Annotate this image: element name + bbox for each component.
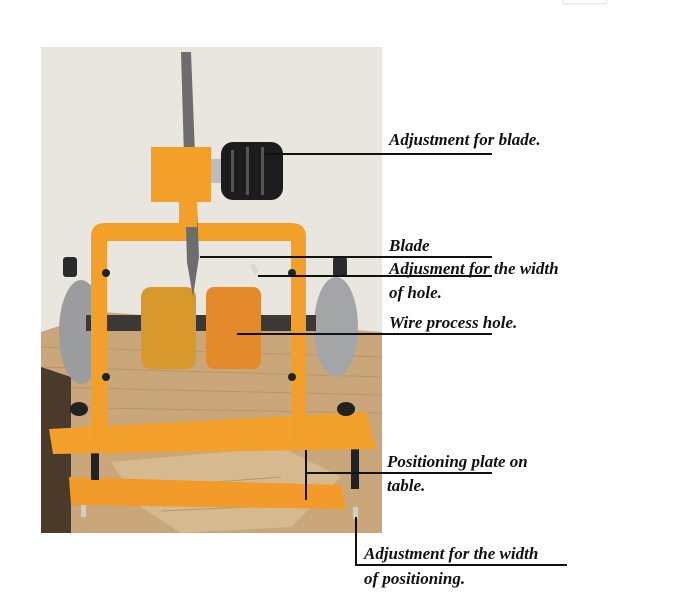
label-blade: Blade: [389, 236, 430, 255]
label-adjust-positioning-2: of positioning.: [364, 569, 466, 588]
label-adjust-positioning-1: Adjustment for the width: [364, 544, 539, 563]
leader-adjust-positioning-vertical: [355, 517, 357, 565]
adjustment-knob: [221, 142, 283, 200]
right-housing: [314, 277, 358, 377]
left-roller: [141, 287, 196, 369]
label-wire-process-hole: Wire process hole.: [389, 313, 518, 332]
label-positioning-plate-2: table.: [387, 476, 426, 495]
label-positioning-plate-1: Positioning plate on: [387, 452, 528, 471]
leader-wire-process-hole: [237, 333, 492, 335]
lower-plate: [69, 477, 346, 509]
label-adjust-hole-1: Adjusment for the width: [389, 259, 559, 278]
label-adjust-hole-2: of hole.: [389, 283, 442, 302]
axle: [86, 315, 316, 331]
blade-holder: [151, 147, 211, 202]
leader-blade: [200, 256, 492, 258]
product-photo: [41, 47, 382, 533]
leader-positioning-plate: [305, 472, 492, 474]
label-adjustment-for-blade: Adjustment for blade.: [389, 130, 541, 149]
leader-adjust-positioning: [355, 564, 567, 566]
leader-adjust-hole: [258, 275, 492, 277]
leader-adjustment-blade: [265, 153, 492, 155]
right-roller: [206, 287, 261, 369]
top-edge-tab: [563, 0, 607, 4]
leader-positioning-plate-vertical: [305, 450, 307, 500]
